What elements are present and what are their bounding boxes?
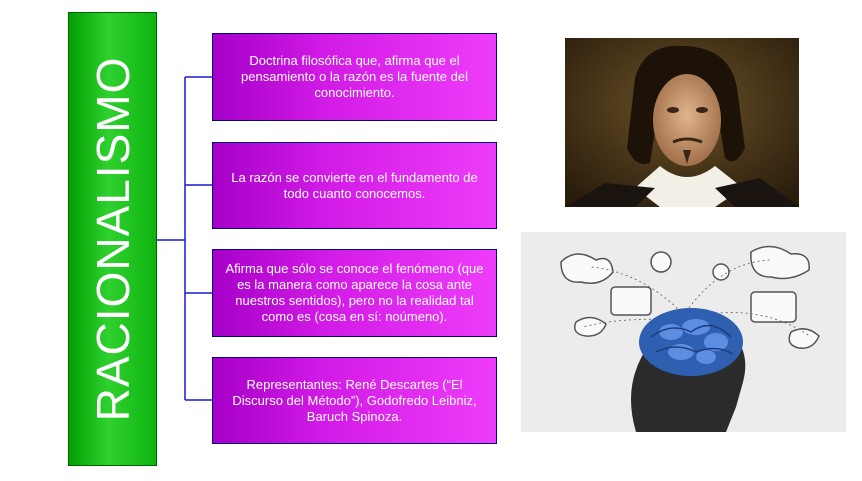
representatives-box: Representantes: René Descartes (“El Disc… — [212, 357, 497, 444]
descartes-portrait-image — [565, 38, 799, 207]
definition-box-1: Doctrina filosófica que, afirma que el p… — [212, 33, 497, 121]
brain-illustration-image — [521, 232, 846, 432]
definition-box-2: La razón se convierte en el fundamento d… — [212, 142, 497, 229]
definition-box-3: Afirma que sólo se conoce el fenómeno (q… — [212, 249, 497, 337]
title-box: RACIONALISMO — [68, 12, 157, 466]
